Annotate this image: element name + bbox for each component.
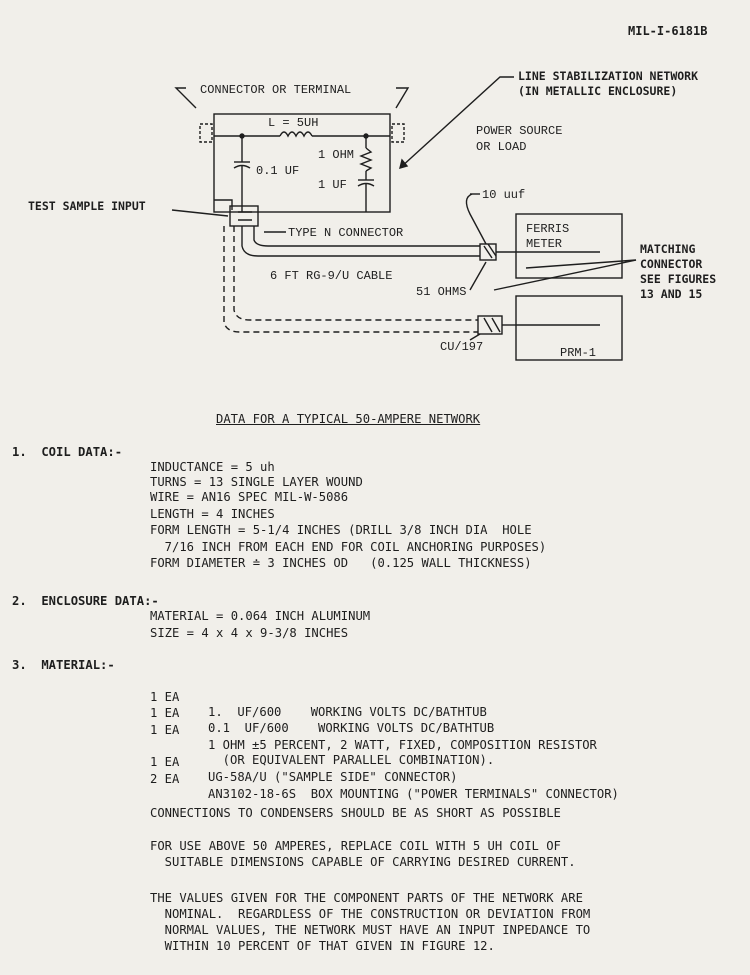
material-desc: AN3102-18-6S BOX MOUNTING ("POWER TERMIN…: [208, 787, 619, 801]
coil-line: FORM LENGTH = 5-1/4 INCHES (DRILL 3/8 IN…: [150, 523, 532, 537]
power-source-label: POWER SOURCE: [476, 124, 562, 138]
material-desc: 1 OHM ±5 PERCENT, 2 WATT, FIXED, COMPOSI…: [208, 738, 597, 752]
connector-right-arrow: [395, 87, 410, 109]
capacitance-10uuf-label: 10 uuf: [482, 188, 525, 202]
matching-connector-label-3: SEE FIGURES: [640, 272, 716, 286]
resistor-label: 1 OHM: [318, 148, 354, 162]
type-n-connector-label: TYPE N CONNECTOR: [288, 226, 403, 240]
material-item: (OR EQUIVALENT PARALLEL COMBINATION).: [150, 723, 495, 783]
cu197-connector: [477, 315, 503, 335]
matching-connector-label-1: MATCHING: [640, 242, 695, 256]
note-above-50-amperes: SUITABLE DIMENSIONS CAPABLE OF CARRYING …: [150, 855, 576, 869]
note-condensers: CONNECTIONS TO CONDENSERS SHOULD BE AS S…: [150, 806, 561, 820]
enclosure-data-heading: 2. ENCLOSURE DATA:-: [12, 594, 159, 608]
line-stabilization-label: LINE STABILIZATION NETWORK: [518, 69, 698, 83]
material-item: 1 EA UG-58A/U ("SAMPLE SIDE" CONNECTOR): [150, 740, 457, 800]
coil-line: LENGTH = 4 INCHES: [150, 507, 275, 521]
material-desc: 0.1 UF/600 WORKING VOLTS DC/BATHTUB: [208, 721, 495, 735]
capacitor-large-label: 1 UF: [318, 178, 347, 192]
prm-1-label: PRM-1: [560, 346, 596, 360]
power-load-label: OR LOAD: [476, 140, 526, 154]
material-desc: 1. UF/600 WORKING VOLTS DC/BATHTUB: [208, 705, 487, 719]
note-nominal-values: NORMAL VALUES, THE NETWORK MUST HAVE AN …: [150, 923, 591, 937]
ferris-meter: [515, 213, 623, 279]
material-qty: 1 EA: [150, 690, 180, 704]
note-nominal-values: NOMINAL. REGARDLESS OF THE CONSTRUCTION …: [150, 907, 591, 921]
note-nominal-values: THE VALUES GIVEN FOR THE COMPONENT PARTS…: [150, 891, 583, 905]
document-number: MIL-I-6181B: [628, 24, 708, 38]
material-desc: (OR EQUIVALENT PARALLEL COMBINATION).: [208, 753, 495, 767]
ferris-meter-sublabel: METER: [526, 237, 562, 251]
material-item: 1 EA 0.1 UF/600 WORKING VOLTS DC/BATHTUB: [150, 691, 494, 751]
cable-label: 6 FT RG-9/U CABLE: [270, 269, 392, 283]
ohms-51-label: 51 OHMS: [416, 285, 466, 299]
resistor-1-ohm: [359, 147, 373, 172]
capacitor-small-label: 0.1 UF: [256, 164, 299, 178]
data-title: DATA FOR A TYPICAL 50-AMPERE NETWORK: [216, 412, 481, 426]
type-n-connector: [229, 205, 259, 227]
inductor-coil: [279, 131, 313, 138]
left-terminal: [199, 123, 213, 143]
note-nominal-values: WITHIN 10 PERCENT OF THAT GIVEN IN FIGUR…: [150, 939, 495, 953]
note-above-50-amperes: FOR USE ABOVE 50 AMPERES, REPLACE COIL W…: [150, 839, 561, 853]
material-item: 1 EA 1. UF/600 WORKING VOLTS DC/BATHTUB: [150, 675, 487, 735]
coil-data-heading: 1. COIL DATA:-: [12, 445, 123, 459]
right-terminal: [391, 123, 405, 143]
material-item: 1 EA 1 OHM ±5 PERCENT, 2 WATT, FIXED, CO…: [150, 708, 597, 768]
line-stabilization-network-diagram: CONNECTOR OR TERMINAL LINE STABILIZATION…: [28, 69, 716, 361]
coil-line: 7/16 INCH FROM EACH END FOR COIL ANCHORI…: [150, 540, 547, 554]
coil-line: FORM DIAMETER ≐ 3 INCHES OD (0.125 WALL …: [150, 556, 532, 570]
connector-or-terminal-label: CONNECTOR OR TERMINAL: [200, 83, 351, 97]
matching-connector-label-2: CONNECTOR: [640, 257, 702, 271]
cu197-label: CU/197: [440, 340, 483, 354]
enclosure-line: MATERIAL = 0.064 INCH ALUMINUM: [150, 609, 371, 623]
rg9-cable: [241, 226, 480, 257]
material-qty: 2 EA: [150, 772, 180, 786]
line-stabilization-sublabel: (IN METALLIC ENCLOSURE): [518, 84, 677, 98]
matching-connector-label-4: 13 AND 15: [640, 287, 702, 301]
prm-1-meter: [515, 295, 623, 361]
material-qty: 1 EA: [150, 723, 180, 737]
enclosure-line: SIZE = 4 x 4 x 9-3/8 INCHES: [150, 626, 349, 640]
test-sample-input-label: TEST SAMPLE INPUT: [28, 199, 146, 213]
connector-left-arrow: [174, 87, 197, 109]
coil-line: TURNS = 13 SINGLE LAYER WOUND: [150, 475, 363, 489]
network-pointer-line: [399, 76, 514, 169]
coil-line: WIRE = AN16 SPEC MIL-W-5086: [150, 490, 349, 504]
coil-line: INDUCTANCE = 5 uh: [150, 460, 275, 474]
material-desc: UG-58A/U ("SAMPLE SIDE" CONNECTOR): [208, 770, 458, 784]
material-qty: 1 EA: [150, 755, 180, 769]
ferris-meter-label: FERRIS: [526, 222, 569, 236]
metallic-enclosure: [213, 113, 391, 213]
material-item: 2 EA AN3102-18-6S BOX MOUNTING ("POWER T…: [150, 757, 619, 817]
inductor-label: L = 5UH: [268, 116, 318, 130]
material-heading: 3. MATERIAL:-: [12, 658, 115, 672]
material-qty: 1 EA: [150, 706, 180, 720]
